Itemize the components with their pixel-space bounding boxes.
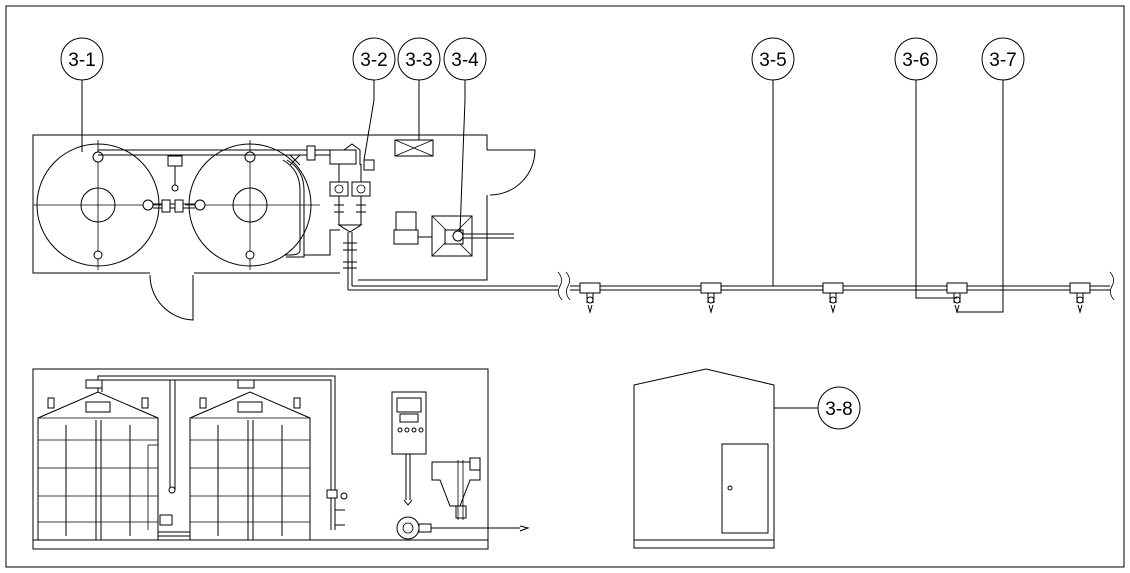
pump-3-4-plan: [393, 211, 514, 257]
building-door: [721, 443, 769, 534]
label-text: 3-4: [451, 50, 479, 71]
plan-drop-pipe: [282, 159, 340, 258]
label-callout-3-8: 3-8: [817, 386, 861, 430]
elevation-header-pipe: [85, 375, 348, 530]
label-text: 3-6: [902, 50, 929, 71]
label-callout-3-7: 3-7: [981, 37, 1025, 81]
spray-nozzle: [579, 282, 601, 314]
filter-assembly-3-2: [329, 143, 375, 290]
elevation-outlet-valve: [158, 514, 190, 537]
label-text: 3-1: [68, 50, 95, 71]
label-text: 3-8: [825, 399, 852, 420]
plan-room-wall: [32, 134, 488, 281]
spray-nozzle: [1069, 282, 1091, 314]
building-3-8: [633, 368, 775, 549]
tank-link-valve: [153, 199, 195, 213]
tank-3-1-elevation: [37, 391, 159, 541]
control-panel: [391, 391, 427, 506]
label-callout-3-2: 3-2: [352, 37, 396, 81]
elevation-view: [32, 368, 530, 550]
tank-3-1b-elevation: [189, 391, 311, 541]
drawing-border: [5, 5, 1125, 568]
label-text: 3-5: [759, 50, 786, 71]
elevation-room: [32, 368, 489, 550]
plan-header-pipe: [97, 145, 345, 192]
tank-3-1b-plan: [185, 140, 320, 270]
leader-lines: [81, 80, 1004, 409]
plan-view: [32, 134, 1115, 321]
tank-3-1-plan: [33, 140, 165, 270]
pump-3-4-elevation: [396, 457, 530, 540]
main-pipe-line: [348, 271, 1115, 301]
spray-nozzle-group: [579, 282, 1091, 314]
spray-nozzle: [822, 282, 844, 314]
label-callout-3-4: 3-4: [443, 37, 487, 81]
spray-nozzle: [700, 282, 722, 314]
label-callout-3-3: 3-3: [397, 37, 441, 81]
vent-3-3: [394, 139, 434, 157]
plan-door-right: [487, 149, 536, 196]
label-callout-3-5: 3-5: [751, 37, 795, 81]
label-callout-3-6: 3-6: [894, 37, 938, 81]
plan-door-bottom: [149, 274, 194, 321]
label-text: 3-2: [360, 50, 387, 71]
label-text: 3-3: [405, 50, 432, 71]
label-callout-3-1: 3-1: [60, 37, 104, 81]
label-text: 3-7: [989, 50, 1016, 71]
